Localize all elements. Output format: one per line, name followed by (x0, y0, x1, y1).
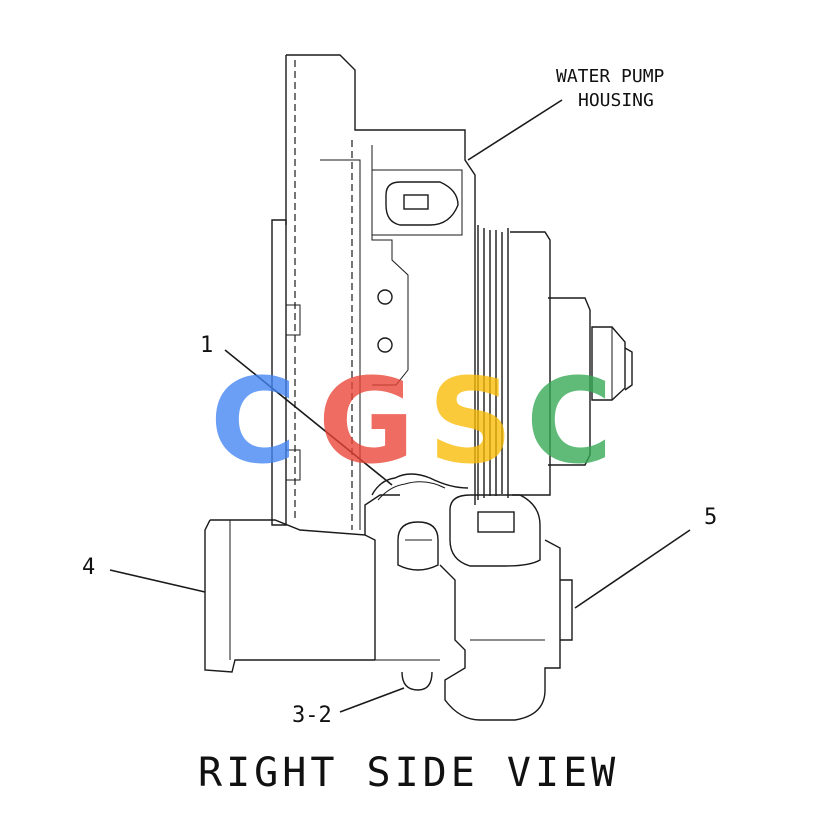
leader-lines (109, 99, 691, 713)
callout-5: 5 (704, 505, 717, 530)
label-water-pump: WATER PUMP (556, 66, 665, 87)
watermark-letter-2: G (318, 352, 415, 490)
leader-callout-4 (109, 569, 206, 593)
watermark-letter-3: S (428, 352, 513, 490)
lower-housing (204, 473, 573, 721)
watermark-letter-1: C (210, 352, 297, 490)
label-housing: HOUSING (578, 90, 654, 111)
callout-1: 1 (200, 333, 213, 358)
view-title: RIGHT SIDE VIEW (198, 750, 619, 796)
leader-callout-1 (224, 349, 393, 486)
watermark-letter-4: C (526, 352, 613, 490)
callout-3-2: 3-2 (292, 703, 332, 728)
watermark: C G S C (210, 352, 613, 490)
leader-water-pump-housing (467, 99, 563, 161)
pulley-assembly (477, 225, 633, 500)
main-housing (285, 54, 476, 530)
callout-4: 4 (82, 555, 95, 580)
leader-callout-3-2 (339, 687, 405, 713)
leader-callout-5 (574, 529, 691, 609)
